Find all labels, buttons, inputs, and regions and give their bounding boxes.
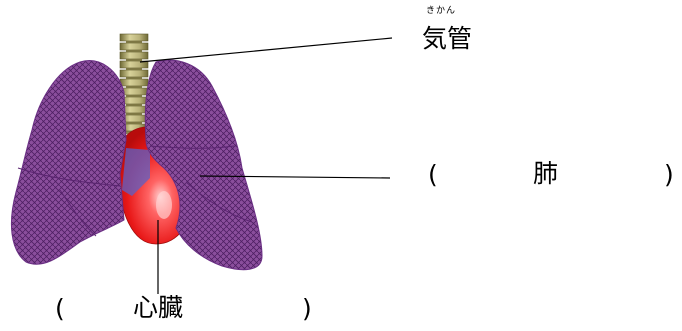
heart-label: 心臓 <box>133 293 184 322</box>
lung-open-paren: ( <box>428 160 438 189</box>
right-lung <box>144 59 263 271</box>
heart-open-paren: ( <box>55 294 65 323</box>
lung-close-paren: ) <box>664 160 674 189</box>
heart-close-paren: ) <box>302 294 312 323</box>
trachea-leader-line <box>139 37 393 63</box>
left-lung <box>10 60 127 265</box>
trachea-label: 気管 <box>422 24 473 53</box>
lung-label: 肺 <box>533 159 559 188</box>
trachea-ruby: きかん <box>426 6 457 16</box>
lung-leader-line <box>199 175 391 179</box>
mediastinum-patch <box>122 148 150 196</box>
